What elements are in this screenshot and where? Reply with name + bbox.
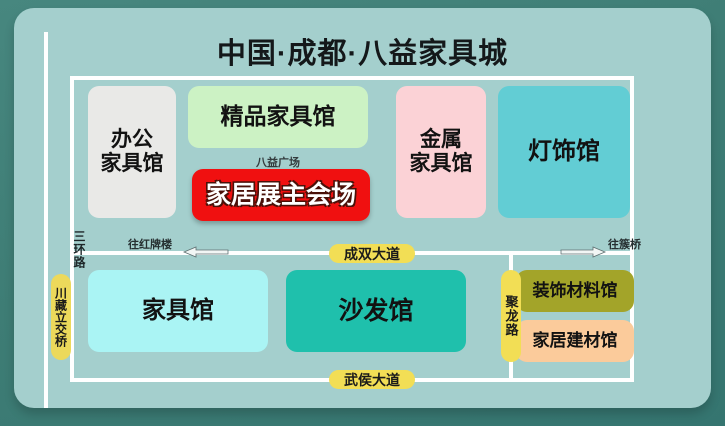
road-line-top	[70, 76, 634, 80]
direction-label-left: 往红牌楼	[128, 239, 172, 251]
block-label-sofa-hall: 沙发馆	[338, 297, 414, 325]
block-lighting-hall[interactable]: 灯饰馆	[498, 86, 630, 218]
block-label-furniture-hall: 家具馆	[142, 296, 214, 324]
page-title: 中国·成都·八益家具城	[216, 38, 509, 70]
block-furniture-hall[interactable]: 家具馆	[88, 270, 268, 352]
block-label-office-furniture-hall: 办公 家具馆	[100, 128, 164, 175]
block-label-premium-furniture-hall: 精品家具馆	[220, 103, 336, 130]
block-home-building-material-hall[interactable]: 家居建材馆	[516, 320, 634, 362]
block-metal-furniture-hall[interactable]: 金属 家具馆	[396, 86, 486, 218]
road-label-chuanzang-interchange: 川藏立交桥	[51, 274, 71, 360]
block-label-lighting-hall: 灯饰馆	[528, 137, 600, 165]
road-label-chengshuang-avenue: 成双大道	[329, 244, 415, 263]
arrow-left-icon	[182, 245, 230, 263]
block-label-main-exhibition-venue: 家居展主会场	[205, 181, 356, 209]
block-label-decoration-material-hall: 装饰材料馆	[532, 281, 618, 301]
road-label-julong-road: 聚龙路	[501, 270, 521, 362]
road-label-wuhou-avenue: 武侯大道	[329, 370, 415, 389]
road-line-left-outer	[44, 32, 48, 408]
block-decoration-material-hall[interactable]: 装饰材料馆	[516, 270, 634, 312]
road-line-right	[630, 76, 634, 382]
arrow-right-icon	[559, 245, 607, 263]
road-line-left-inner	[70, 76, 74, 382]
map-card: 中国·成都·八益家具城 办公 家具馆 精品家具馆 金属 家具馆 灯饰馆 八益广场…	[14, 8, 711, 408]
block-label-metal-furniture-hall: 金属 家具馆	[409, 128, 473, 175]
road-label-third-ring-road: 三环路	[72, 230, 86, 269]
direction-label-right: 往簇桥	[608, 239, 641, 251]
block-label-home-building-material-hall: 家居建材馆	[532, 331, 618, 351]
block-main-exhibition-venue[interactable]: 家居展主会场	[192, 169, 370, 221]
block-sofa-hall[interactable]: 沙发馆	[286, 270, 466, 352]
block-premium-furniture-hall[interactable]: 精品家具馆	[188, 86, 368, 148]
block-office-furniture-hall[interactable]: 办公 家具馆	[88, 86, 176, 218]
plaza-label: 八益广场	[256, 157, 300, 169]
